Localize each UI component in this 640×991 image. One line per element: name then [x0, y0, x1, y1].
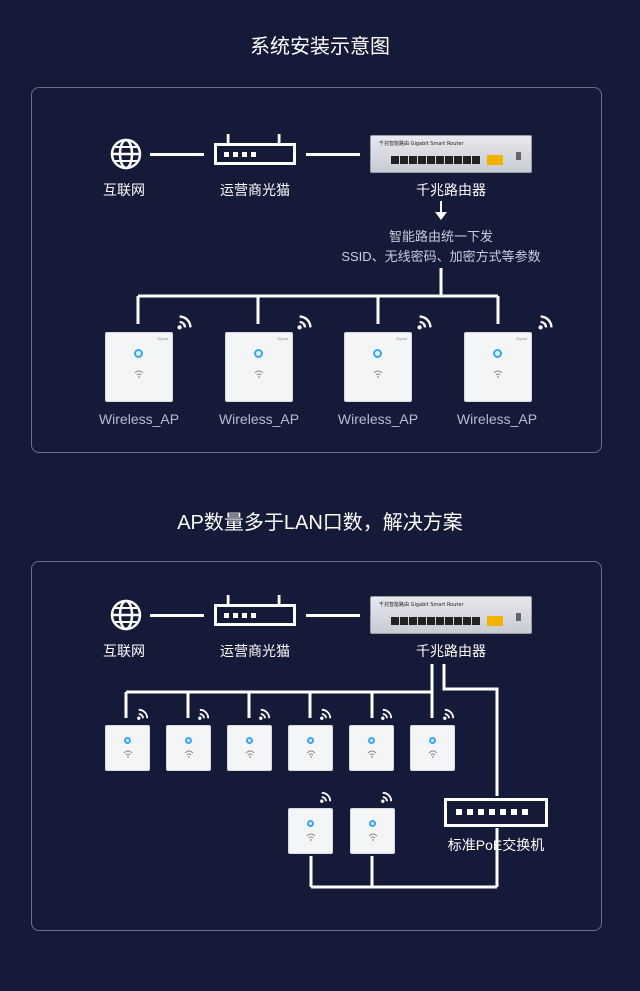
poe-switch-icon	[444, 798, 548, 827]
ap-label: Wireless_AP	[98, 411, 180, 427]
ap-wifi-glyph	[306, 833, 315, 842]
wifi-signal-icon	[320, 708, 332, 720]
wifi-signal-icon	[198, 708, 210, 720]
ap-wifi-glyph	[245, 750, 254, 759]
modem-icon	[214, 134, 296, 165]
modem-label: 运营商光猫	[220, 182, 290, 198]
link-line	[150, 153, 204, 156]
section1-panel	[31, 87, 602, 453]
wireless-ap-icon	[105, 725, 150, 771]
arrow-down-icon	[435, 201, 447, 220]
router-icon: 千兆智能路由 Gigabit Smart Router	[370, 596, 532, 634]
wifi-signal-icon	[137, 708, 149, 720]
wireless-ap-icon: Signal	[344, 332, 412, 402]
wifi-signal-icon	[177, 315, 192, 330]
wifi-signal-icon	[443, 708, 455, 720]
router-icon: 千兆智能路由 Gigabit Smart Router	[370, 135, 532, 173]
note-line2: SSID、无线密码、加密方式等参数	[341, 249, 541, 264]
ap-wifi-glyph	[368, 833, 377, 842]
internet-label: 互联网	[103, 643, 145, 659]
wireless-ap-icon	[166, 725, 211, 771]
ap-label: Wireless_AP	[337, 411, 419, 427]
ap-brand: Signal	[515, 336, 527, 341]
ap-wifi-glyph	[306, 750, 315, 759]
wireless-ap-icon	[410, 725, 455, 771]
wireless-ap-icon: Signal	[225, 332, 293, 402]
ap-wifi-glyph	[367, 750, 376, 759]
ap-wifi-glyph	[373, 370, 383, 379]
ap-wifi-glyph	[123, 750, 132, 759]
wifi-signal-icon	[417, 315, 432, 330]
ap-wifi-glyph	[184, 750, 193, 759]
ap-brand: Signal	[395, 336, 407, 341]
wifi-signal-icon	[538, 315, 553, 330]
router-model: Gigabit Smart Router	[410, 602, 464, 608]
ap-label: Wireless_AP	[218, 411, 300, 427]
link-line	[150, 614, 204, 617]
ap-label: Wireless_AP	[456, 411, 538, 427]
modem-icon	[214, 595, 296, 626]
router-label: 千兆路由器	[416, 182, 486, 198]
ap-brand: Signal	[276, 336, 288, 341]
wireless-ap-icon	[349, 725, 394, 771]
wifi-signal-icon	[297, 315, 312, 330]
wifi-signal-icon	[320, 791, 332, 803]
wireless-ap-icon	[350, 808, 395, 854]
ap-wifi-glyph	[493, 370, 503, 379]
wireless-ap-icon: Signal	[105, 332, 173, 402]
wireless-ap-icon	[288, 725, 333, 771]
note-line1: 智能路由统一下发	[388, 229, 494, 244]
wireless-ap-icon	[288, 808, 333, 854]
section2-panel	[31, 561, 602, 931]
router-label: 千兆路由器	[416, 643, 486, 659]
globe-icon	[110, 138, 142, 170]
router-model: Gigabit Smart Router	[410, 141, 464, 147]
wireless-ap-icon	[227, 725, 272, 771]
router-brand: 千兆智能路由	[379, 602, 410, 608]
router-brand: 千兆智能路由	[379, 141, 410, 147]
globe-icon	[110, 599, 142, 631]
wifi-signal-icon	[381, 708, 393, 720]
link-line	[306, 614, 360, 617]
ap-wifi-glyph	[134, 370, 144, 379]
ap-brand: Signal	[156, 336, 168, 341]
wifi-signal-icon	[259, 708, 271, 720]
modem-label: 运营商光猫	[220, 643, 290, 659]
switch-label: 标准PoE交换机	[447, 837, 545, 853]
section2-title: AP数量多于LAN口数，解决方案	[177, 512, 463, 534]
section1-title: 系统安装示意图	[250, 36, 390, 58]
ap-wifi-glyph	[254, 370, 264, 379]
ap-wifi-glyph	[428, 750, 437, 759]
link-line	[306, 153, 360, 156]
wireless-ap-icon: Signal	[464, 332, 532, 402]
internet-label: 互联网	[103, 182, 145, 198]
wifi-signal-icon	[381, 791, 393, 803]
